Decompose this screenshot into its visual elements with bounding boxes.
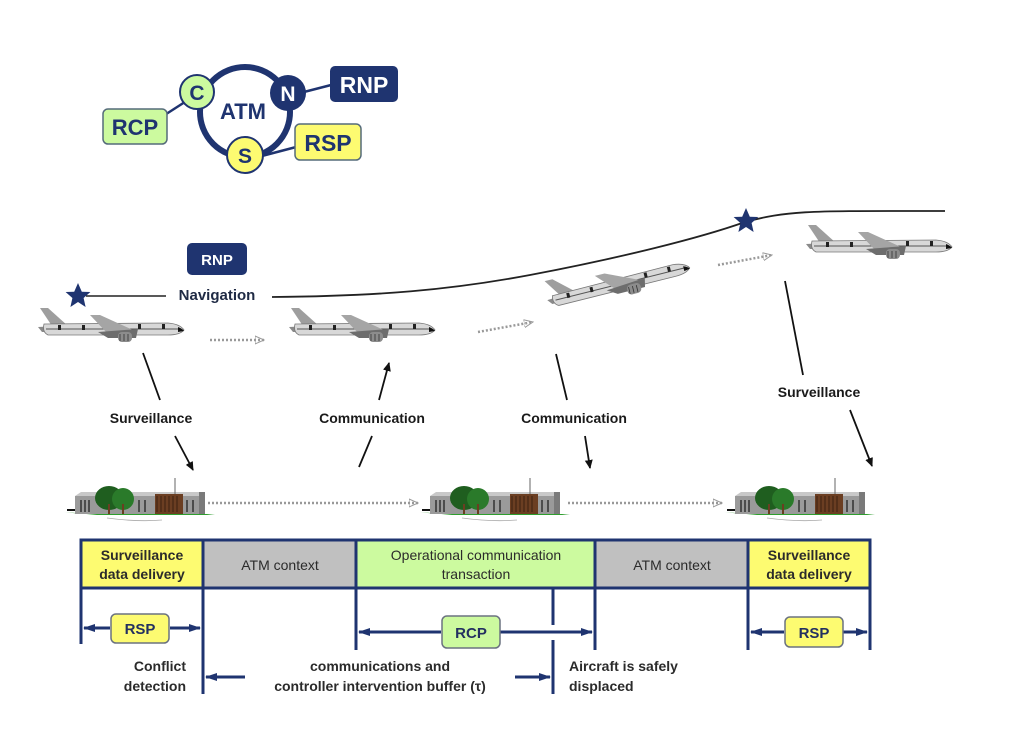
c-node-label: C: [189, 82, 204, 105]
surveillance-label-2: Surveillance: [778, 384, 861, 400]
progress-arrow-3: [717, 255, 772, 267]
rnp-badge: [187, 243, 247, 275]
segment-atm-context-2: [595, 540, 748, 588]
segment-surveillance-1: [81, 540, 203, 588]
rcp-span: RCP: [358, 615, 593, 649]
segment-2-label: ATM context: [241, 557, 319, 573]
aircraft-4: [805, 224, 953, 260]
n-node-label: N: [280, 83, 295, 106]
conflict-detection-line1: Conflict: [134, 658, 186, 674]
aircraft-2: [288, 307, 436, 343]
segment-1-line2: data delivery: [99, 566, 185, 582]
ground-station-3: [724, 477, 876, 522]
buffer-label-line2: controller intervention buffer (τ): [274, 678, 486, 694]
segment-5-line2: data delivery: [766, 566, 852, 582]
surveillance-label-1: Surveillance: [110, 410, 193, 426]
rcp-span-box: [441, 615, 501, 649]
segment-atm-context-1: [203, 540, 356, 588]
segment-3-line1: Operational communication: [391, 547, 561, 563]
atm-label: ATM: [220, 99, 266, 124]
surveillance-link-2: Surveillance: [778, 280, 873, 467]
rnp-tag-label: RNP: [340, 72, 389, 98]
n-node: [270, 75, 306, 111]
safely-displaced-line1: Aircraft is safely: [569, 658, 678, 674]
segment-operational-communication: [356, 540, 595, 588]
rsp-span-right-box: [784, 616, 844, 648]
segment-5-line1: Surveillance: [768, 547, 851, 563]
rcp-tag-label: RCP: [112, 115, 158, 140]
ground-station-2: [419, 477, 571, 522]
rsp-connector: [257, 144, 301, 159]
rsp-span-right: RSP: [750, 616, 868, 648]
s-node: [226, 136, 264, 174]
nav-trajectory: [271, 210, 946, 298]
rcp-span-label: RCP: [455, 625, 487, 642]
rnp-tag: [330, 66, 398, 102]
rsp-span-left: RSP: [83, 613, 201, 644]
ground-station-1: [64, 477, 216, 522]
rnp-badge-label: RNP: [201, 252, 233, 269]
segment-1-line1: Surveillance: [101, 547, 184, 563]
rsp-span-left-label: RSP: [125, 621, 156, 638]
atm-logo: ATM RCP C RNP N RSP S: [102, 64, 398, 174]
conflict-detection-line2: detection: [124, 678, 186, 694]
navigation-label: Navigation: [179, 287, 256, 304]
segment-3-line2: transaction: [442, 566, 510, 582]
rsp-tag: [294, 123, 362, 161]
aircraft-1: [37, 307, 185, 343]
rsp-tag-label: RSP: [304, 130, 351, 156]
communication-link-2: Communication: [521, 353, 627, 469]
buffer-label-line1: communications and: [310, 658, 450, 674]
communication-link-1: Communication: [319, 362, 425, 468]
waypoint-star-start: [65, 283, 91, 307]
segment-4-label: ATM context: [633, 557, 711, 573]
rsp-span-left-box: [110, 613, 170, 644]
timeline-ticks: [79, 540, 872, 694]
navigation-path: RNP Navigation: [65, 208, 946, 307]
rsp-span-right-label: RSP: [799, 625, 830, 642]
c-node: [179, 74, 215, 110]
communication-label-1: Communication: [319, 410, 425, 426]
timeline-bar: Surveillance data delivery ATM context O…: [79, 538, 872, 590]
s-node-label: S: [238, 145, 252, 168]
surveillance-link-1: Surveillance: [110, 352, 194, 471]
waypoint-star-top: [733, 208, 759, 232]
segment-surveillance-2: [748, 540, 870, 588]
safely-displaced-line2: displaced: [569, 678, 634, 694]
rcp-tag: [102, 108, 168, 145]
progress-arrow-2: [477, 322, 533, 334]
communication-label-2: Communication: [521, 410, 627, 426]
